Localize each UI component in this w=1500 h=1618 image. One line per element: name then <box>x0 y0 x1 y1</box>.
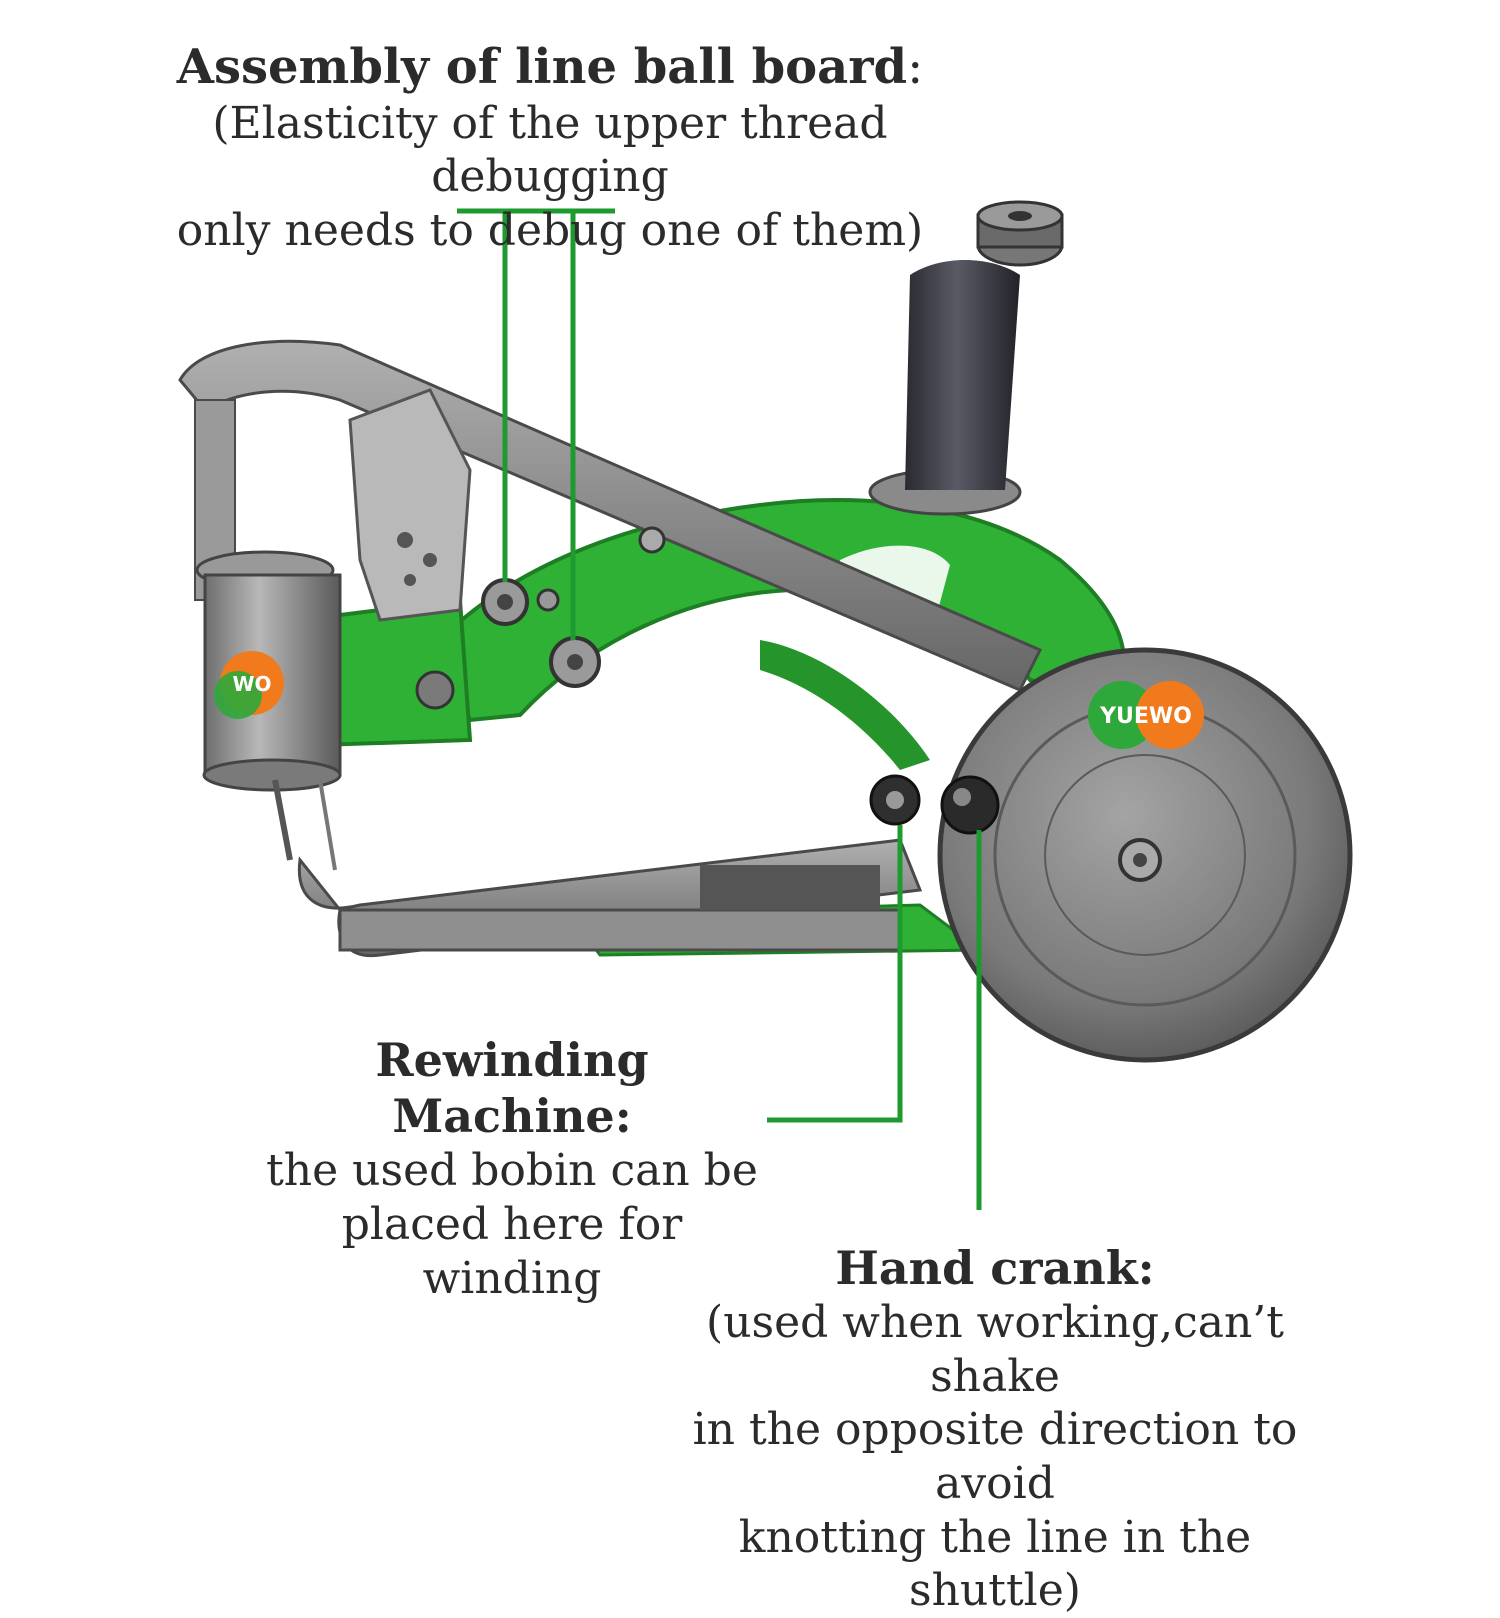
wheel-logo: YUEWO <box>1088 681 1204 749</box>
rewinding-desc-line2: placed here for winding <box>341 1198 683 1304</box>
bracket-plate <box>348 388 472 622</box>
tension-ball <box>481 578 529 626</box>
machine-head <box>195 550 342 871</box>
assembly-colon: : <box>907 39 924 95</box>
head-logo: WO <box>214 651 284 719</box>
assembly-desc-line1: (Elasticity of the upper thread debuggin… <box>212 97 888 203</box>
label-rewinding-machine: Rewinding Machine: the used bobin can be… <box>262 1032 762 1305</box>
assembly-desc-line2: only needs to debug one of them) <box>176 204 924 256</box>
hand-wheel <box>937 647 1353 1063</box>
crank-title: Hand crank: <box>835 1241 1155 1295</box>
wheel-logo-text: YUEWO <box>1099 704 1192 729</box>
hand-crank-knob <box>940 775 1000 835</box>
rewinding-title: Rewinding Machine: <box>375 1033 649 1144</box>
callout-line-rewinding <box>767 825 903 1123</box>
sewing-machine-illustration: WO YUEWO <box>178 200 1353 1210</box>
thread-spool <box>868 200 1064 516</box>
head-logo-text: WO <box>232 672 271 696</box>
crank-desc-line1: (used when working,can’t shake <box>706 1297 1284 1402</box>
label-assembly: Assembly of line ball board: (Elasticity… <box>120 38 980 258</box>
crank-desc-line2: in the opposite direction to avoid <box>692 1404 1298 1510</box>
lower-arm <box>297 838 923 958</box>
rewinding-desc-line1: the used bobin can be <box>266 1145 758 1197</box>
crank-desc-line3: knotting the line in the shuttle) <box>738 1511 1252 1617</box>
label-hand-crank: Hand crank: (used when working,can’t sha… <box>650 1240 1340 1618</box>
rewinding-wheel <box>869 774 921 826</box>
assembly-title: Assembly of line ball board <box>176 39 908 95</box>
callout-line-assembly <box>457 208 615 640</box>
tension-ball <box>549 636 601 688</box>
